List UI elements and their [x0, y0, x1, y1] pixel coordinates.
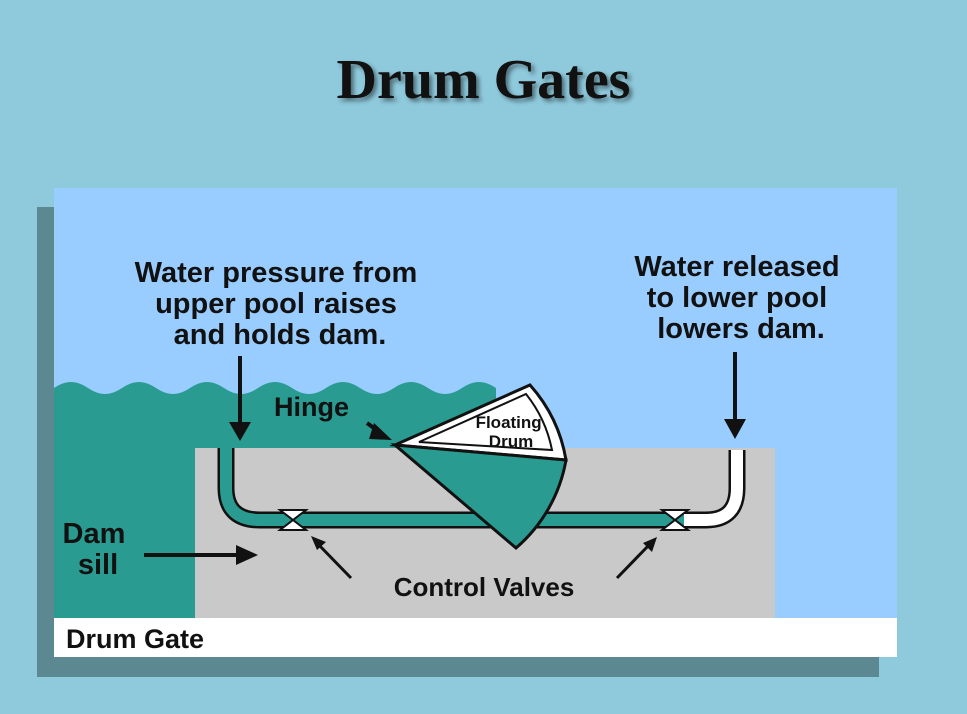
pressure-label: Water pressure from upper pool raises an… — [135, 257, 426, 351]
pressure-arrow — [229, 356, 251, 441]
caption-label: Drum Gate — [66, 624, 204, 654]
left-control-valve — [277, 509, 309, 531]
valve-arrow-right — [615, 537, 657, 580]
floating-drum — [389, 383, 568, 550]
released-label: Water released to lower pool lowers dam. — [634, 251, 847, 345]
caption-bar — [54, 618, 897, 657]
released-arrow — [724, 352, 746, 439]
drum-label: Floating Drum — [476, 413, 547, 451]
right-control-valve — [659, 509, 691, 531]
slide-title: Drum Gates — [336, 49, 631, 111]
drum-gate-diagram: Water pressure from upper pool raises an… — [54, 188, 897, 657]
control-valves-label: Control Valves — [394, 572, 575, 602]
sill-label: Dam sill — [63, 518, 134, 581]
sill-arrow — [144, 545, 258, 565]
valve-arrow-left — [311, 536, 353, 580]
hinge-arrow — [365, 421, 392, 440]
hinge-label: Hinge — [274, 392, 349, 422]
